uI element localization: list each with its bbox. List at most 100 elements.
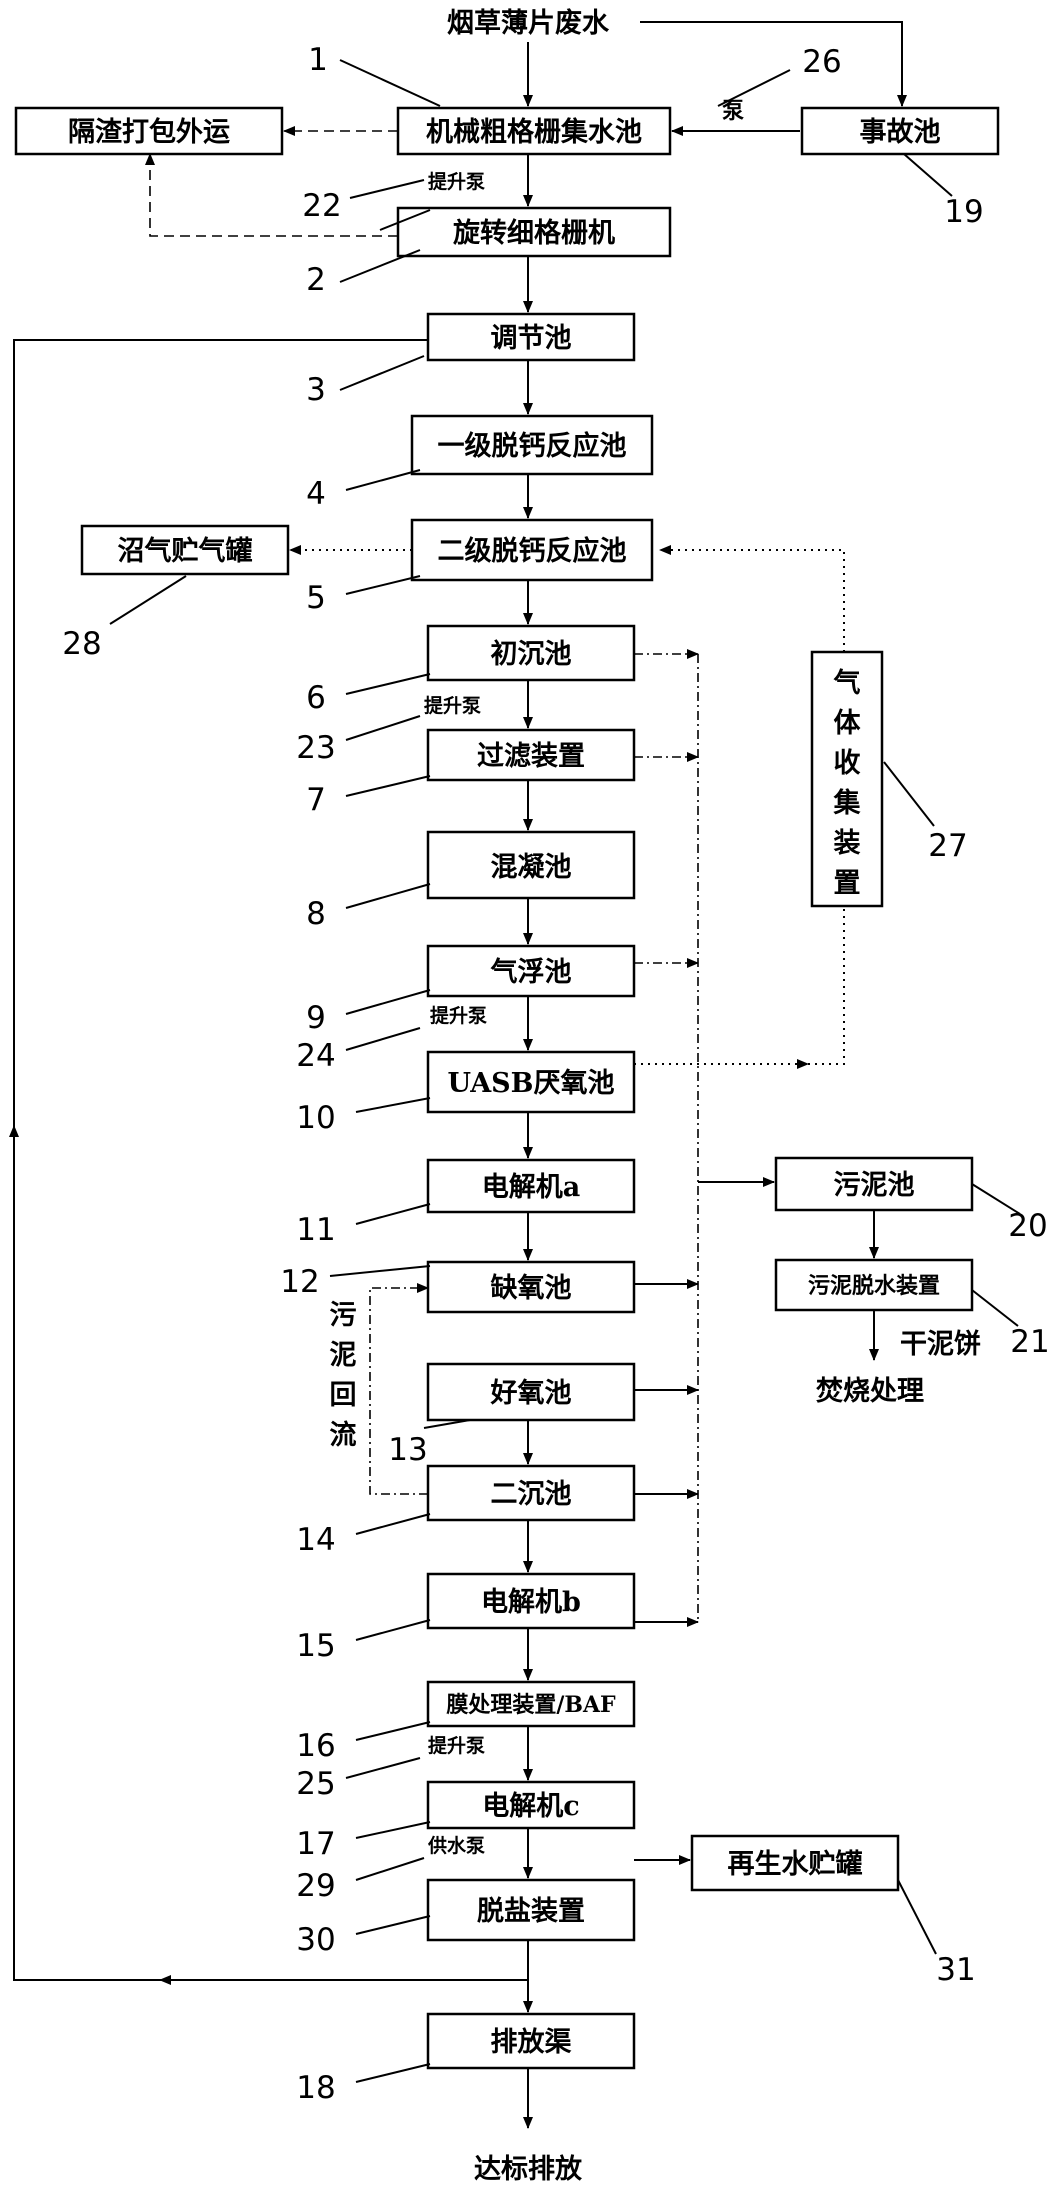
- box-9: 气浮池: [426, 944, 636, 998]
- box-30-label: 脱盐装置: [477, 1896, 585, 1927]
- ref-num: 23: [296, 730, 335, 766]
- box-1: 机械粗格栅集水池: [396, 106, 672, 156]
- box-16: 膜处理装置/BAF: [426, 1680, 636, 1728]
- ref-num: 8: [306, 896, 326, 932]
- ref-num: 22: [302, 188, 341, 224]
- ref-num: 6: [306, 680, 326, 716]
- lift-pump-note-24: 提升泵: [430, 1004, 487, 1027]
- lift-pump-note-22: 提升泵: [428, 170, 485, 193]
- box-21-label: 污泥脱水装置: [808, 1273, 940, 1299]
- box-10: UASB厌氧池: [426, 1050, 636, 1114]
- screenings-lines: [145, 126, 398, 237]
- svg-text:流: 流: [330, 1420, 357, 1451]
- box-28-label: 沼气贮气罐: [118, 535, 253, 567]
- box-27-char: 气: [833, 668, 861, 699]
- box-8-label: 混凝池: [491, 852, 572, 883]
- box-15-label: 电解机b: [481, 1587, 581, 1618]
- box-15: 电解机b: [426, 1572, 636, 1630]
- box-17-label: 电解机c: [482, 1791, 579, 1822]
- box-16-label: 膜处理装置/BAF: [446, 1692, 616, 1718]
- ref-num: 20: [1008, 1208, 1047, 1244]
- box-4: 一级脱钙反应池: [410, 414, 654, 476]
- ref-num: 2: [306, 262, 326, 298]
- ref-num: 16: [296, 1728, 335, 1764]
- ref-num: 12: [280, 1264, 319, 1300]
- ref-num: 24: [296, 1038, 335, 1074]
- svg-text:泥: 泥: [330, 1340, 357, 1371]
- box-27-char: 收: [834, 748, 861, 779]
- box-5-label: 二级脱钙反应池: [438, 535, 627, 567]
- box-slag: 隔渣打包外运: [14, 106, 284, 156]
- box-6-label: 初沉池: [491, 639, 572, 670]
- discharge-note: 达标排放: [474, 2153, 583, 2185]
- box-21: 污泥脱水装置: [774, 1258, 974, 1312]
- sludge-bus-lines: [634, 649, 879, 1627]
- gas-lines: [289, 545, 845, 1069]
- box-17: 电解机c: [426, 1780, 636, 1830]
- box-18-label: 排放渠: [491, 2026, 572, 2058]
- ref-num: 7: [306, 782, 326, 818]
- pump-note: 泵: [722, 98, 744, 124]
- lift-pump-note-23: 提升泵: [424, 694, 481, 717]
- box-20-label: 污泥池: [834, 1170, 915, 1201]
- ref-num: 3: [306, 372, 326, 408]
- box-12: 缺氧池: [426, 1260, 636, 1314]
- ref-num: 18: [296, 2070, 335, 2106]
- box-13-label: 好氧池: [490, 1378, 572, 1409]
- box-7: 过滤装置: [426, 728, 636, 782]
- box-31: 再生水贮罐: [690, 1834, 900, 1892]
- ref-num: 15: [296, 1628, 335, 1664]
- box-2: 旋转细格栅机: [396, 206, 672, 258]
- box-4-label: 一级脱钙反应池: [438, 430, 627, 462]
- box-7-label: 过滤装置: [477, 741, 585, 772]
- box-3: 调节池: [426, 312, 636, 362]
- ref-num: 30: [296, 1922, 335, 1958]
- box-13: 好氧池: [426, 1362, 636, 1422]
- main-flow-arrows: [9, 21, 907, 2129]
- sludge-return-line: [369, 1283, 429, 1495]
- ref-num: 31: [936, 1952, 975, 1988]
- box-27-char: 装: [834, 828, 861, 859]
- reference-numbers: 1 2 3 4 5 6 7 8 9 10 11 12 13 14 15 16: [62, 42, 1049, 2106]
- sludge-return-note: 污 泥 回 流: [330, 1300, 357, 1451]
- box-19-label: 事故池: [860, 117, 941, 148]
- lift-pump-note-25: 提升泵: [428, 1734, 485, 1757]
- box-2-label: 旋转细格栅机: [453, 217, 615, 249]
- box-20: 污泥池: [774, 1156, 974, 1212]
- ref-num: 13: [388, 1432, 427, 1468]
- box-9-label: 气浮池: [490, 957, 572, 988]
- box-6: 初沉池: [426, 624, 636, 682]
- box-31-label: 再生水贮罐: [728, 1848, 863, 1880]
- box-11-label: 电解机a: [482, 1172, 581, 1203]
- incineration-note: 焚烧处理: [816, 1376, 924, 1407]
- box-27-char: 集: [833, 787, 862, 819]
- ref-num: 26: [802, 44, 841, 80]
- box-5: 二级脱钙反应池: [410, 518, 654, 582]
- box-3-label: 调节池: [491, 323, 572, 354]
- ref-num: 14: [296, 1522, 335, 1558]
- source-label: 烟草薄片废水: [447, 7, 610, 39]
- ref-num: 17: [296, 1826, 335, 1862]
- ref-num: 10: [296, 1100, 335, 1136]
- ref-num: 25: [296, 1766, 335, 1802]
- ref-num: 21: [1010, 1324, 1049, 1360]
- supply-pump-note: 供水泵: [427, 1834, 485, 1857]
- box-18: 排放渠: [426, 2012, 636, 2070]
- ref-num: 28: [62, 626, 101, 662]
- svg-text:回: 回: [330, 1380, 357, 1411]
- ref-num: 29: [296, 1868, 335, 1904]
- ref-num: 4: [306, 476, 326, 512]
- box-27-char: 置: [834, 868, 861, 899]
- dry-cake-note: 干泥饼: [900, 1329, 981, 1360]
- box-slag-label: 隔渣打包外运: [68, 116, 230, 148]
- svg-text:污: 污: [330, 1300, 357, 1331]
- box-27-char: 体: [834, 708, 862, 739]
- box-8: 混凝池: [426, 830, 636, 900]
- ref-num: 27: [928, 828, 967, 864]
- ref-num: 9: [306, 1000, 326, 1036]
- box-1-label: 机械粗格栅集水池: [426, 116, 642, 148]
- ref-num: 19: [944, 194, 983, 230]
- box-11: 电解机a: [426, 1158, 636, 1214]
